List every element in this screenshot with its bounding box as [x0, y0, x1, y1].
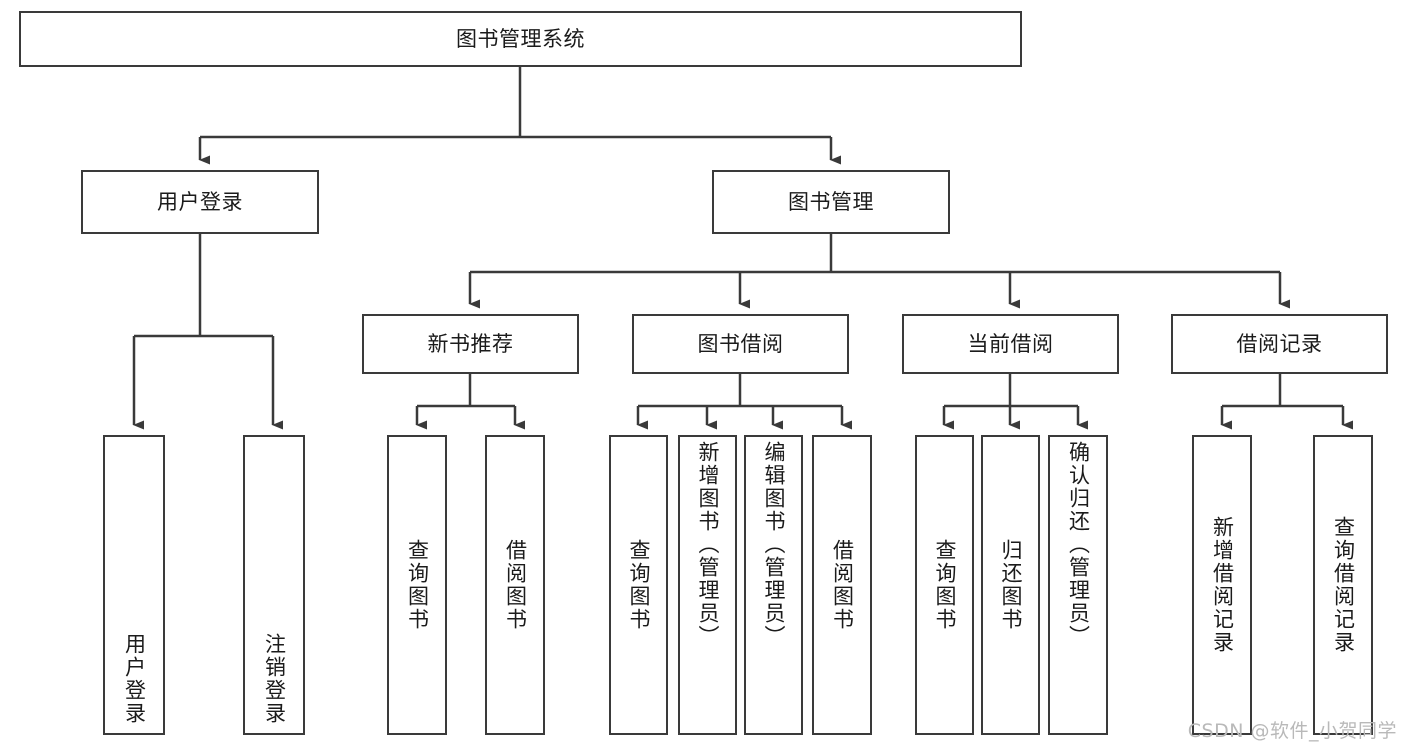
node-root-label: 图书管理系统: [456, 26, 585, 51]
node-current-borrow[interactable]: 当前借阅: [902, 314, 1119, 374]
node-leaf-borrow-book-1[interactable]: 借阅图书: [485, 435, 545, 735]
node-borrow-record-label: 借阅记录: [1236, 331, 1323, 356]
node-leaf-query-borrow-record-label: 查询借阅记录: [1331, 516, 1356, 654]
node-leaf-query-book-1-label: 查询图书: [405, 539, 430, 631]
node-leaf-add-book[interactable]: 新增图书（管理员）: [678, 435, 737, 735]
node-leaf-return-book-label: 归还图书: [999, 539, 1023, 631]
node-leaf-query-book-3-label: 查询图书: [933, 539, 957, 631]
node-user-login-label: 用户登录: [157, 189, 243, 214]
node-leaf-add-book-label: 新增图书（管理员）: [696, 441, 720, 648]
node-leaf-query-borrow-record[interactable]: 查询借阅记录: [1313, 435, 1373, 735]
node-leaf-add-borrow-record[interactable]: 新增借阅记录: [1192, 435, 1252, 735]
node-leaf-logout-login[interactable]: 注销登录: [243, 435, 305, 735]
node-leaf-user-login[interactable]: 用户登录: [103, 435, 165, 735]
node-book-borrow-label: 图书借阅: [697, 331, 784, 356]
node-book-manage-label: 图书管理: [788, 189, 874, 214]
node-root-system[interactable]: 图书管理系统: [19, 11, 1022, 67]
node-leaf-edit-book[interactable]: 编辑图书（管理员）: [744, 435, 803, 735]
node-leaf-confirm-return[interactable]: 确认归还（管理员）: [1048, 435, 1108, 735]
node-new-book-recommend[interactable]: 新书推荐: [362, 314, 579, 374]
node-book-borrow[interactable]: 图书借阅: [632, 314, 849, 374]
node-leaf-edit-book-label: 编辑图书（管理员）: [762, 441, 786, 648]
csdn-watermark: CSDN @软件_小贺同学: [1187, 720, 1397, 742]
node-leaf-borrow-book-2-label: 借阅图书: [830, 539, 855, 631]
node-user-login[interactable]: 用户登录: [81, 170, 319, 234]
node-leaf-logout-login-label: 注销登录: [262, 633, 287, 725]
node-leaf-user-login-label: 用户登录: [122, 633, 147, 725]
node-leaf-query-book-2-label: 查询图书: [627, 539, 651, 631]
node-leaf-return-book[interactable]: 归还图书: [981, 435, 1040, 735]
node-current-borrow-label: 当前借阅: [967, 331, 1054, 356]
node-book-manage[interactable]: 图书管理: [712, 170, 950, 234]
node-leaf-query-book-3[interactable]: 查询图书: [915, 435, 974, 735]
node-leaf-confirm-return-label: 确认归还（管理员）: [1066, 441, 1091, 648]
node-leaf-query-book-1[interactable]: 查询图书: [387, 435, 447, 735]
node-leaf-query-book-2[interactable]: 查询图书: [609, 435, 668, 735]
node-leaf-borrow-book-2[interactable]: 借阅图书: [812, 435, 872, 735]
node-leaf-add-borrow-record-label: 新增借阅记录: [1210, 516, 1235, 654]
node-new-book-recommend-label: 新书推荐: [427, 331, 514, 356]
node-leaf-borrow-book-1-label: 借阅图书: [503, 539, 528, 631]
node-borrow-record[interactable]: 借阅记录: [1171, 314, 1388, 374]
